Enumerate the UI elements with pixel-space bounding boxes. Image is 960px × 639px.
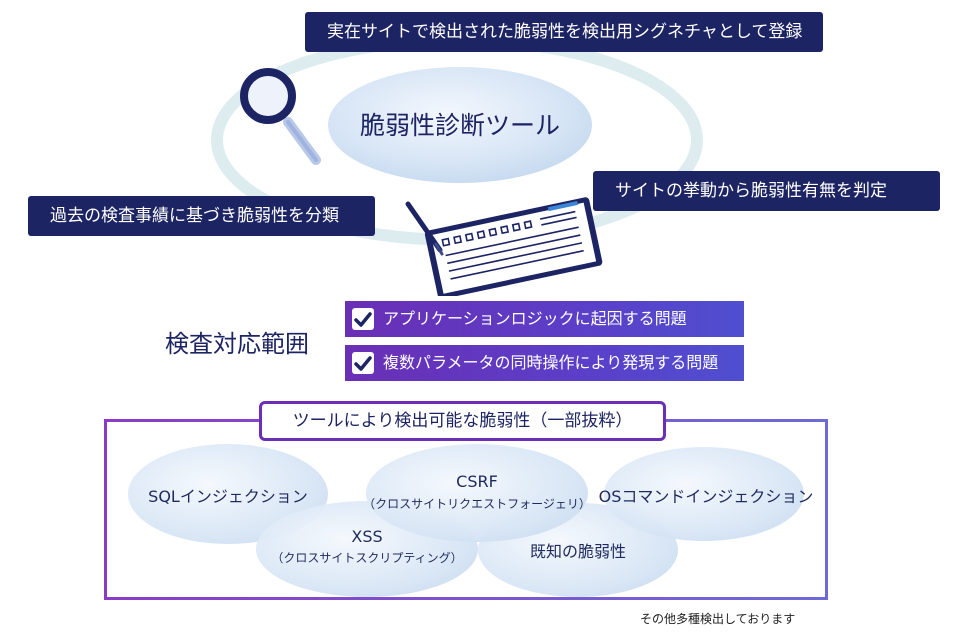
tool-title: 脆弱性診断ツール — [359, 111, 560, 140]
magnifier-icon — [240, 68, 321, 165]
detectable-header: ツールにより検出可能な脆弱性（一部抜粋） — [259, 401, 666, 441]
bubble-csrf — [366, 444, 588, 542]
detectable-header-text: ツールにより検出可能な脆弱性（一部抜粋） — [292, 411, 633, 431]
checkmark-icon — [352, 308, 374, 330]
xss-label: XSS — [351, 527, 383, 546]
scope-label: 検査対応範囲 — [165, 330, 309, 358]
osci-label: OSコマンドインジェクション — [598, 487, 814, 506]
checkmark-icon — [352, 352, 374, 374]
bubble-osci — [604, 447, 804, 541]
csrf-label: CSRF — [456, 472, 498, 491]
scope-item-label: 複数パラメータの同時操作により発現する問題 — [383, 353, 719, 372]
sqli-label: SQLインジェクション — [148, 487, 308, 506]
scope-item-label: アプリケーションロジックに起因する問題 — [383, 309, 687, 328]
known-label: 既知の脆弱性 — [529, 542, 626, 561]
center-bubble — [328, 67, 592, 183]
feature-judge-box: サイトの挙動から脆弱性有無を判定 — [593, 171, 940, 211]
pen-icon — [405, 201, 444, 256]
csrf-sub-label: （クロスサイトリクエストフォージェリ） — [363, 497, 591, 511]
feature-register-box: 実在サイトで検出された脆弱性を検出用シグネチャとして登録 — [305, 12, 823, 52]
feature-classify-box: 過去の検査事績に基づき脆弱性を分類 — [28, 196, 375, 236]
xss-sub-label: （クロスサイトスクリプティング） — [271, 551, 463, 565]
footnote: その他多種検出しております — [640, 612, 796, 626]
clipboard-checklist-icon — [424, 197, 603, 296]
scope-item-params: 複数パラメータの同時操作により発現する問題 — [345, 345, 744, 381]
scope-item-logic: アプリケーションロジックに起因する問題 — [345, 301, 744, 337]
